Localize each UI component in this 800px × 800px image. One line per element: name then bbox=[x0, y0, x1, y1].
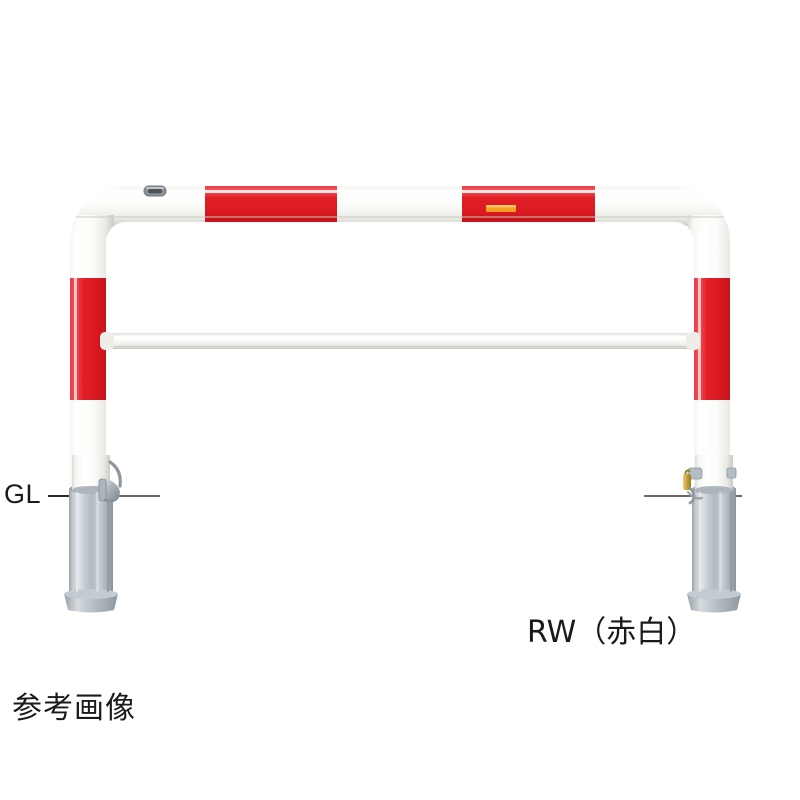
arch-highlights bbox=[70, 190, 730, 500]
left-lock-arm bbox=[108, 460, 122, 488]
right-lock-tab bbox=[726, 467, 737, 479]
cross-bar bbox=[100, 332, 700, 350]
cross-bar-left-collar bbox=[100, 332, 114, 350]
left-ground-sleeve bbox=[64, 455, 122, 613]
cross-bar-right-collar bbox=[686, 332, 700, 350]
reference-image-label: 参考画像 bbox=[12, 691, 136, 726]
right-ground-sleeve bbox=[683, 455, 741, 613]
orange-sticker-icon bbox=[486, 205, 516, 212]
ground-level-label: GL bbox=[4, 479, 42, 509]
keyhole-plate-icon bbox=[143, 185, 167, 197]
color-code-label: RW（赤白） bbox=[527, 615, 697, 650]
brass-padlock-icon bbox=[683, 474, 691, 490]
